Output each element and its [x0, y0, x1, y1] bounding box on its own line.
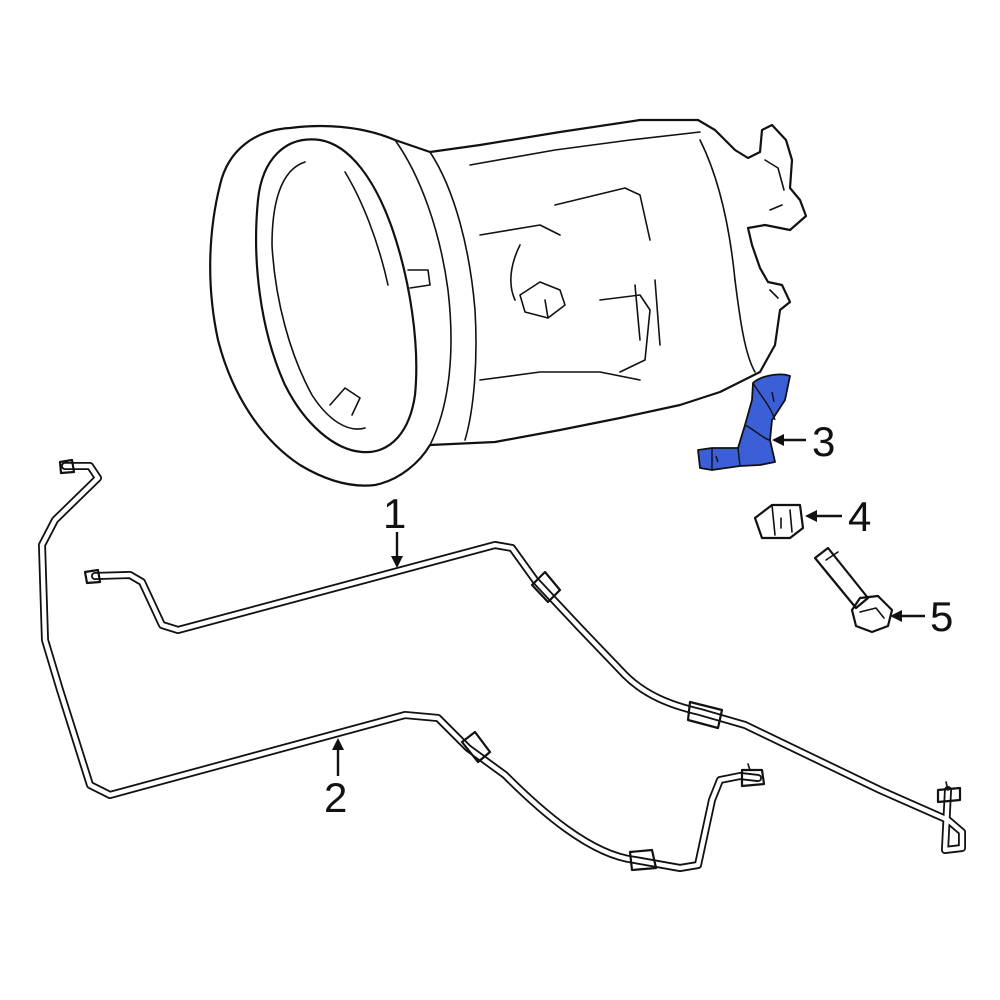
bracket-part-3[interactable] — [697, 373, 791, 471]
callout-4: 4 — [805, 493, 871, 540]
bolt-part-5[interactable] — [813, 546, 894, 634]
callout-3: 3 — [772, 418, 835, 465]
callout-label-3: 3 — [812, 418, 835, 465]
callout-1: 1 — [383, 490, 406, 568]
callout-2: 2 — [324, 738, 347, 821]
callout-label-4: 4 — [848, 493, 871, 540]
cooler-line-part-1[interactable] — [83, 541, 966, 854]
callout-5: 5 — [890, 593, 953, 640]
callout-label-1: 1 — [383, 490, 406, 537]
callout-label-5: 5 — [930, 593, 953, 640]
clip-part-4[interactable] — [753, 503, 805, 540]
callout-label-2: 2 — [324, 774, 347, 821]
cooler-line-part-2[interactable] — [38, 458, 766, 872]
transmission-housing — [209, 118, 808, 487]
